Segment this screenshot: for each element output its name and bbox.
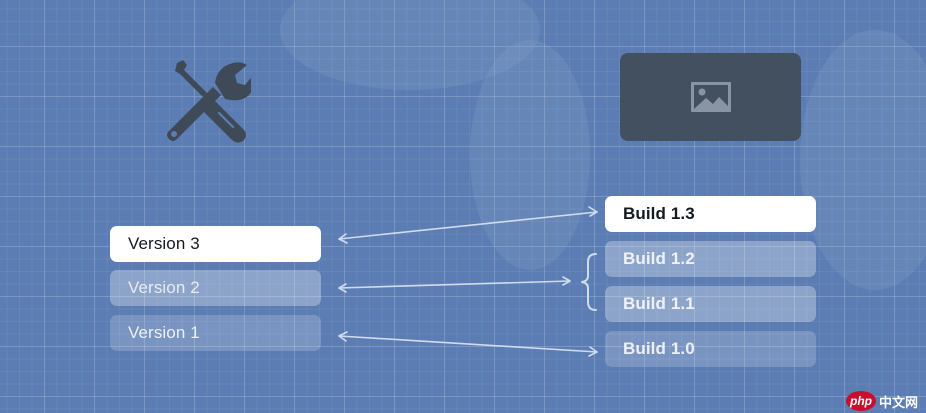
version-label: Version 3 (128, 234, 200, 253)
version-1-pill[interactable]: Version 1 (110, 315, 321, 351)
build-group-brace (581, 253, 597, 311)
version-2-pill[interactable]: Version 2 (110, 270, 321, 306)
version-label: Version 2 (128, 278, 200, 297)
build-1-0-pill[interactable]: Build 1.0 (605, 331, 816, 367)
background-shape (470, 40, 590, 270)
build-1-2-pill[interactable]: Build 1.2 (605, 241, 816, 277)
watermark-text: 中文网 (878, 394, 918, 410)
version-label: Version 1 (128, 323, 200, 342)
build-1-1-pill[interactable]: Build 1.1 (605, 286, 816, 322)
arrow-version1-build10 (338, 331, 598, 357)
version-3-pill[interactable]: Version 3 (110, 226, 321, 262)
watermark-badge: php (845, 391, 876, 411)
image-icon (690, 82, 731, 112)
image-placeholder (620, 53, 801, 141)
build-label: Build 1.3 (623, 204, 695, 223)
build-label: Build 1.0 (623, 339, 695, 358)
background-shape (800, 30, 926, 290)
watermark: php 中文网 (845, 391, 918, 411)
build-1-3-pill[interactable]: Build 1.3 (605, 196, 816, 232)
tools-icon (167, 60, 251, 143)
build-label: Build 1.2 (623, 249, 695, 268)
build-label: Build 1.1 (623, 294, 695, 313)
arrow-version2-build-group (338, 276, 571, 293)
